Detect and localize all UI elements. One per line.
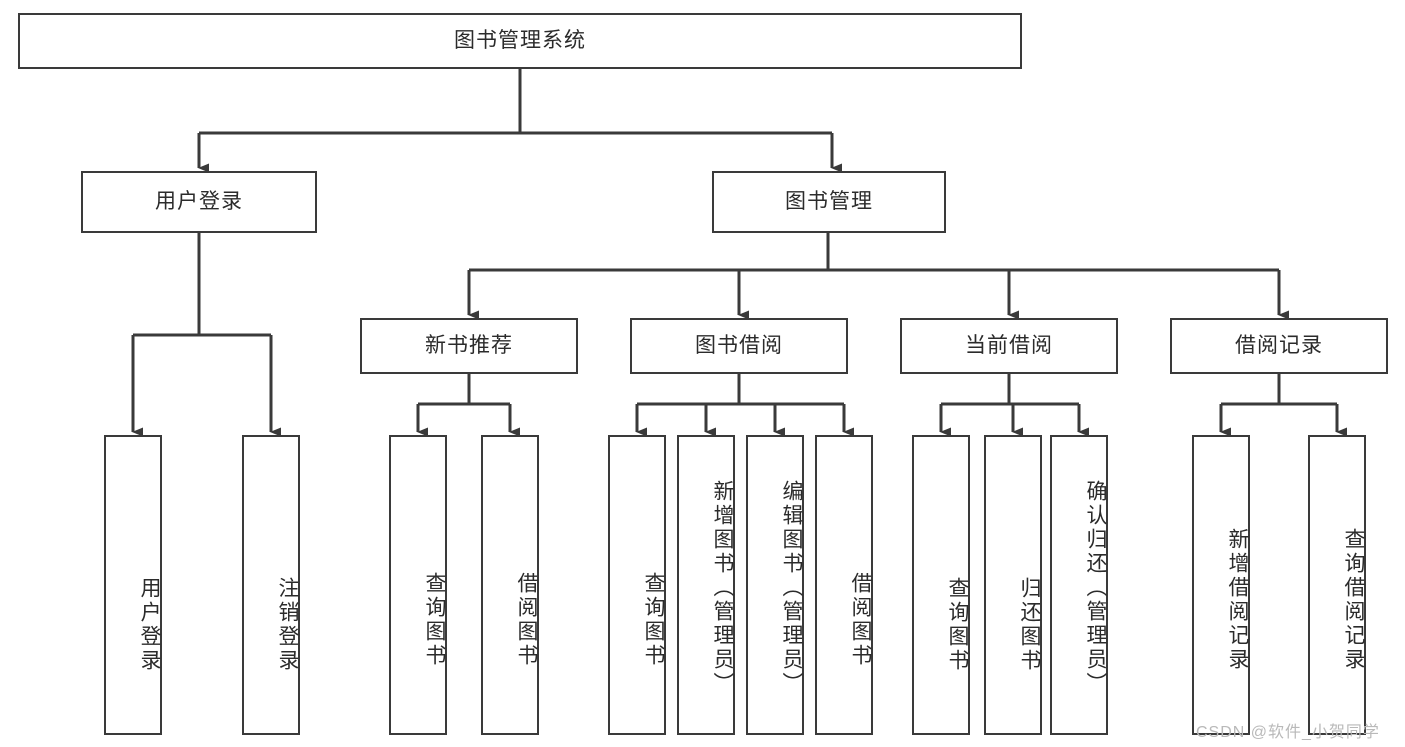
leaf-query-book-borrow-label: 查询图书 [642,572,665,668]
node-new-book-recommend[interactable]: 新书推荐 [360,318,578,374]
node-user-login[interactable]: 用户登录 [81,171,317,233]
leaf-query-borrow-record-label: 查询借阅记录 [1342,528,1365,672]
leaf-borrow-book-label: 借阅图书 [849,572,872,668]
node-book-borrow-label: 图书借阅 [695,334,783,358]
node-user-login-label: 用户登录 [155,190,243,214]
node-new-book-recommend-label: 新书推荐 [425,334,513,358]
leaf-borrow-book-recommend[interactable]: 借阅图书 [481,435,539,735]
node-book-borrow[interactable]: 图书借阅 [630,318,848,374]
watermark: CSDN @软件_小贺同学 [1196,724,1380,741]
leaf-borrow-book-recommend-label: 借阅图书 [515,572,538,668]
leaf-user-login[interactable]: 用户登录 [104,435,162,735]
node-borrow-record[interactable]: 借阅记录 [1170,318,1388,374]
leaf-add-borrow-record[interactable]: 新增借阅记录 [1192,435,1250,735]
leaf-query-book-recommend[interactable]: 查询图书 [389,435,447,735]
leaf-add-borrow-record-label: 新增借阅记录 [1226,528,1249,672]
node-root[interactable]: 图书管理系统 [18,13,1022,69]
node-book-management-label: 图书管理 [785,190,873,214]
leaf-edit-book-admin-label: 编辑图书（管理员） [780,480,803,696]
node-root-label: 图书管理系统 [454,29,586,53]
leaf-add-book-admin-label: 新增图书（管理员） [711,480,734,696]
leaf-edit-book-admin[interactable]: 编辑图书（管理员） [746,435,804,735]
leaf-user-logout-label: 注销登录 [276,577,299,673]
leaf-confirm-return-admin-label: 确认归还（管理员） [1084,480,1107,696]
leaf-return-book[interactable]: 归还图书 [984,435,1042,735]
leaf-confirm-return-admin[interactable]: 确认归还（管理员） [1050,435,1108,735]
node-book-management[interactable]: 图书管理 [712,171,946,233]
leaf-query-book-current[interactable]: 查询图书 [912,435,970,735]
leaf-user-login-label: 用户登录 [138,577,161,673]
leaf-query-book-recommend-label: 查询图书 [423,572,446,668]
leaf-borrow-book[interactable]: 借阅图书 [815,435,873,735]
leaf-return-book-label: 归还图书 [1018,577,1041,673]
leaf-query-book-current-label: 查询图书 [946,577,969,673]
leaf-query-borrow-record[interactable]: 查询借阅记录 [1308,435,1366,735]
leaf-user-logout[interactable]: 注销登录 [242,435,300,735]
node-current-borrow-label: 当前借阅 [965,334,1053,358]
leaf-add-book-admin[interactable]: 新增图书（管理员） [677,435,735,735]
node-borrow-record-label: 借阅记录 [1235,334,1323,358]
leaf-query-book-borrow[interactable]: 查询图书 [608,435,666,735]
node-current-borrow[interactable]: 当前借阅 [900,318,1118,374]
